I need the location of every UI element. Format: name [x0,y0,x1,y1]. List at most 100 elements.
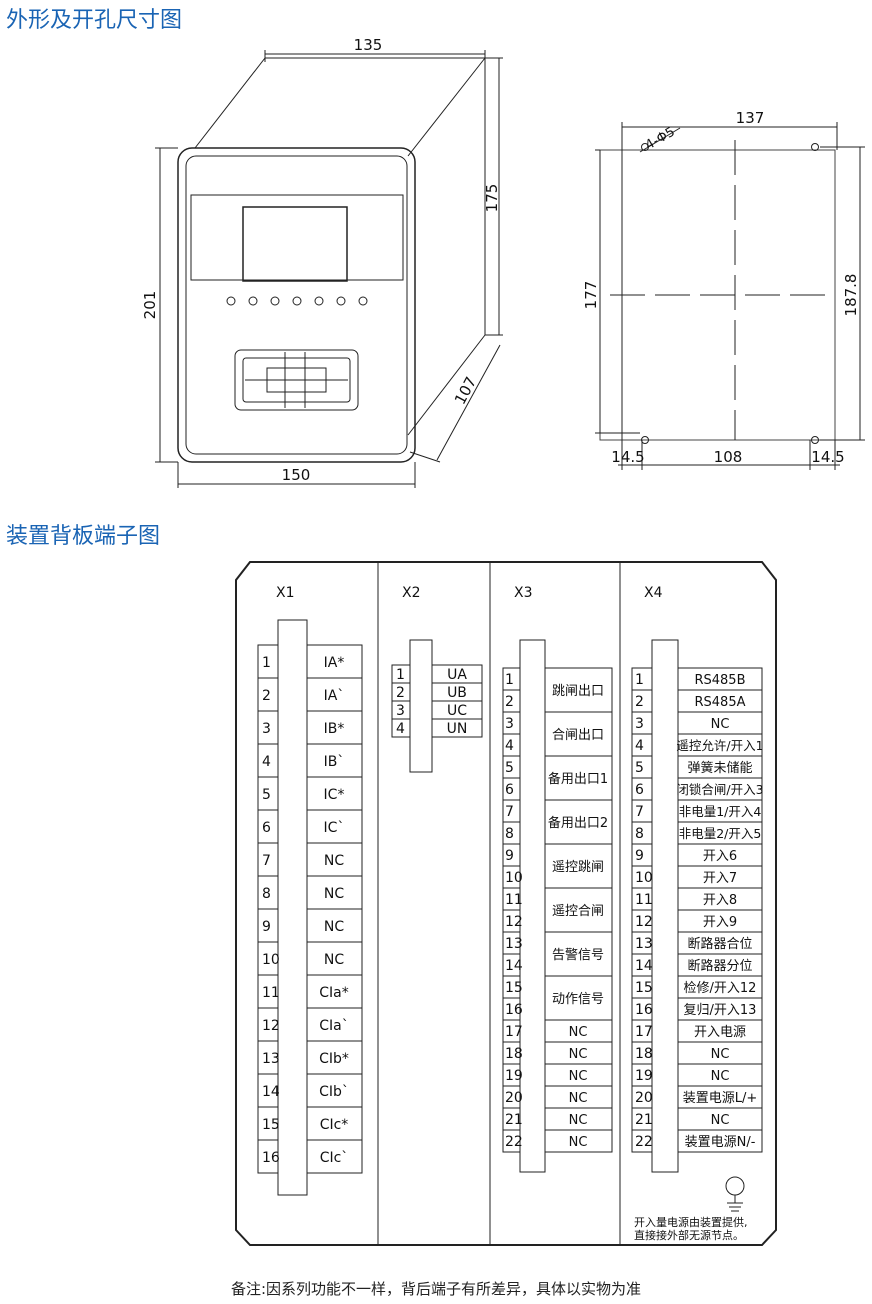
x3-terminal-label: 告警信号 [552,947,604,963]
dim-width-bottom: 150 [282,466,311,484]
x3-terminal-label: NC [569,1091,588,1106]
x3-terminal-label: 遥控跳闸 [552,860,604,875]
x3-terminal-label: 动作信号 [552,992,604,1007]
x1-terminal-label: IA* [324,655,345,671]
terminal-number: 4 [635,738,644,754]
x1-terminal-label: CIa* [319,985,348,1001]
x3-terminal-label: NC [569,1113,588,1128]
x4-terminal-label: 断路器分位 [687,958,752,974]
x4-terminal-label: 闭锁合闸/开入3 [676,782,763,797]
terminal-number: 1 [635,672,644,688]
terminal-number: 20 [635,1090,653,1106]
terminal-number: 1 [396,667,405,683]
x3-number-cell [502,1129,521,1153]
x4-terminal-label: 装置电源N/- [685,1135,756,1150]
x4-terminal-label: 开入6 [703,849,737,864]
terminal-number: 5 [635,760,644,776]
terminal-number: 14 [262,1084,280,1100]
terminal-number: 20 [505,1090,523,1106]
x3-terminal-label: 备用出口1 [548,771,608,787]
terminal-number: 15 [635,980,653,996]
dim-cutout-width: 137 [736,109,765,127]
dim-width-top: 135 [354,36,383,54]
x1-title: X1 [276,585,295,601]
terminal-number: 3 [262,721,271,737]
terminal-number: 16 [262,1150,280,1166]
x1-terminal-label: CIc` [320,1150,349,1166]
x1-terminal-label: IB` [324,754,345,770]
x1-terminal-label: NC [324,952,344,968]
x2-terminal-label: UN [447,721,468,737]
terminal-number: 22 [505,1134,523,1150]
x4-bar [651,639,679,1173]
x4-terminal-label: 复归/开入13 [684,1003,757,1018]
x1-terminal-label: CIb` [319,1084,349,1100]
x4-terminal-label: 开入9 [703,915,737,930]
x1-terminal-label: IA` [324,688,345,704]
terminal-number: 13 [505,936,523,952]
terminal-number: 2 [396,685,405,701]
x4-terminal-label: NC [711,717,730,732]
x3-terminal-label: NC [569,1047,588,1062]
x4-terminal-label: 装置电源L/+ [683,1091,758,1106]
terminal-title: 装置背板端子图 [6,524,161,549]
terminal-panel [235,561,777,1246]
terminal-number: 10 [505,870,523,886]
x2-terminal-label: UC [447,703,467,719]
x3-bar [519,639,546,1173]
terminal-number: 6 [262,820,271,836]
dim-depth-diag: 107 [451,374,480,408]
terminal-number: 16 [505,1002,523,1018]
x1-terminal-label: NC [324,886,344,902]
terminal-number: 8 [635,826,644,842]
cutout-view [595,122,865,470]
x4-terminal-label: 非电量2/开入5 [679,826,762,841]
x4-terminal-label: NC [711,1047,730,1062]
x4-terminal-label: 检修/开入12 [684,981,757,996]
dim-holes: 4-Φ5 [643,125,678,154]
terminal-number: 15 [262,1117,280,1133]
x4-terminal-label: NC [711,1069,730,1084]
x4-terminal-label: 弹簧未储能 [687,760,752,776]
terminal-number: 4 [262,754,271,770]
ground-icon [725,1176,745,1212]
terminal-number: 22 [635,1134,653,1150]
x3-label-cell [544,1129,613,1153]
terminal-number: 3 [396,703,405,719]
terminal-number: 21 [505,1112,523,1128]
x1-terminal-label: CIa` [319,1018,348,1034]
terminal-number: 14 [505,958,523,974]
x2-terminal-label: UB [447,685,467,701]
terminal-number: 11 [505,892,523,908]
x4-terminal-label: 断路器合位 [687,936,752,952]
x1-label-cell [306,1139,363,1174]
terminal-number: 6 [635,782,644,798]
x1-bar [277,619,308,1196]
terminal-number: 10 [635,870,653,886]
x4-terminal-label: 开入电源 [694,1025,746,1040]
terminal-number: 21 [635,1112,653,1128]
terminal-number: 12 [262,1018,280,1034]
terminal-number: 2 [635,694,644,710]
x4-terminal-label: 开入8 [703,893,737,908]
x2-terminal-label: UA [447,667,467,683]
x1-terminal-label: IC* [324,787,345,803]
terminal-number: 14 [635,958,653,974]
x4-number-cell [631,1129,653,1153]
terminal-number: 4 [505,738,514,754]
terminal-number: 1 [262,655,271,671]
terminal-number: 17 [505,1024,523,1040]
terminal-number: 13 [262,1051,280,1067]
terminal-number: 9 [635,848,644,864]
x1-terminal-label: IC` [324,820,345,836]
x1-terminal-label: IB* [324,721,345,737]
keypad [234,349,359,411]
terminal-number: 9 [505,848,514,864]
terminal-number: 13 [635,936,653,952]
x4-label-cell [677,1129,763,1153]
front-view [155,50,503,488]
footer-note: 备注:因系列功能不一样，背后端子有所差异，具体以实物为准 [230,1280,642,1298]
dim-margin-right: 14.5 [811,448,844,466]
x4-terminal-label: NC [711,1113,730,1128]
